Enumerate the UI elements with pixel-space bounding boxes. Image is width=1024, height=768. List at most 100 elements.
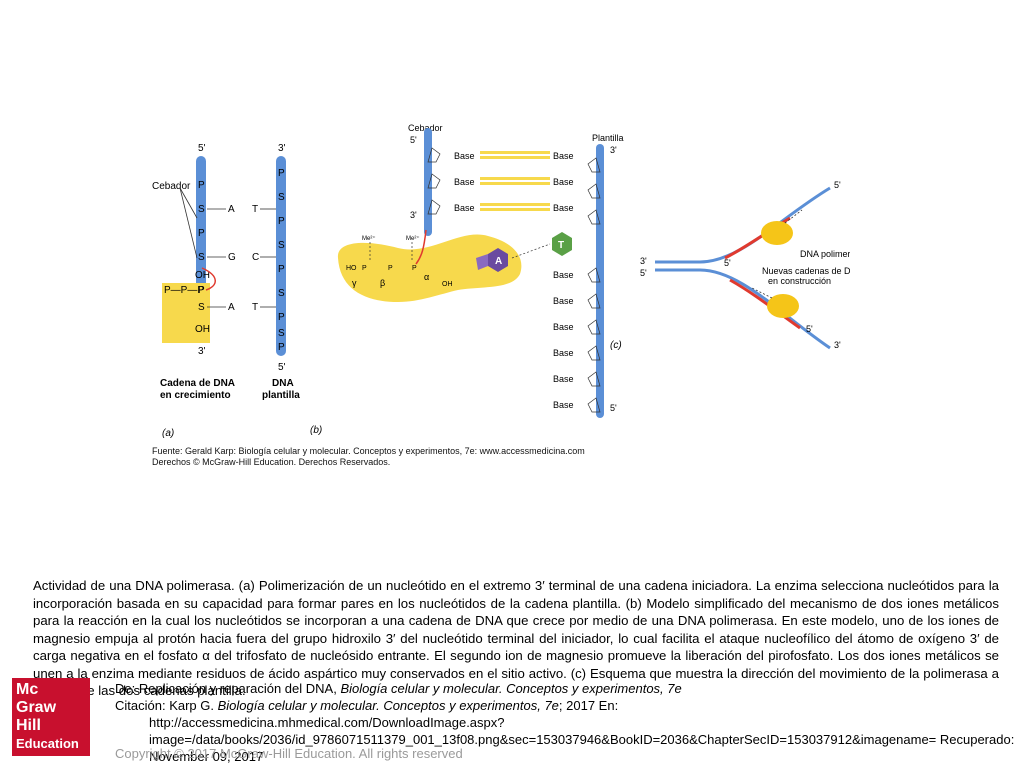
a-pp-label: P—P—P [164,285,204,296]
svg-text:P: P [198,285,205,296]
b-plantilla: Plantilla [592,133,624,143]
svg-text:3': 3' [640,256,647,266]
citation-url[interactable]: http://accessmedicina.mhmedical.com/Down… [149,715,1015,764]
svg-text:P: P [278,342,285,353]
svg-text:S: S [198,302,205,313]
svg-text:OH: OH [442,281,453,288]
svg-text:P: P [198,228,205,239]
svg-text:5': 5' [834,180,841,190]
svg-text:β: β [380,278,385,288]
b-template-sugars [587,157,601,413]
b-base-pairs [480,151,550,211]
svg-text:γ: γ [352,278,357,288]
svg-text:HO: HO [346,265,357,272]
citation: Citación: Karp G. Biología celular y mol… [115,698,1015,764]
a-template-strand-bar [276,156,286,356]
svg-text:3': 3' [834,340,841,350]
svg-text:Base: Base [553,296,574,306]
svg-text:A: A [228,302,235,313]
b-adenine-ring [488,248,508,272]
svg-text:Base: Base [553,203,574,213]
svg-text:Base: Base [553,348,574,358]
c-polymerase-bottom [767,294,799,318]
svg-text:5': 5' [610,403,617,413]
figure-caption: Actividad de una DNA polimerasa. (a) Pol… [33,578,999,698]
svg-text:5': 5' [724,258,731,268]
b-thymine-label: T [558,240,564,251]
b-adenine-label: A [495,256,502,267]
svg-text:P: P [412,265,417,272]
figure-dna-polymerase: 5' 3' Cebador P S P S OH P—P—P P S OH A … [140,118,850,468]
svg-text:A: A [228,204,235,215]
b-attack-arrow [415,229,427,265]
b-primer-strand [424,128,432,236]
svg-text:P: P [362,265,367,272]
a-3prime-top: 3' [278,143,286,154]
a-incoming-nucleotide-box [162,283,210,343]
source-line-2: Derechos © McGraw-Hill Education. Derech… [152,457,391,467]
svg-text:T: T [252,302,258,313]
b-primer-sugars [427,147,441,215]
svg-text:3': 3' [610,145,617,155]
svg-text:P: P [388,265,393,272]
svg-text:S: S [278,240,285,251]
figure-svg: 5' 3' Cebador P S P S OH P—P—P P S OH A … [152,123,850,439]
c-replication-fork [655,186,831,350]
tag-c: (c) [610,340,622,351]
from-line: De: Replicación y reparación del DNA, Bi… [115,681,682,696]
mcgraw-hill-logo: Mc Graw Hill Education [12,678,90,756]
c-polymerase-top [761,221,793,245]
a-3prime-bottom: 3' [198,346,206,357]
svg-text:Me²⁺: Me²⁺ [406,235,420,242]
svg-text:S: S [278,328,285,339]
svg-text:Base: Base [553,400,574,410]
b-cebador: Cebador [408,123,443,133]
svg-text:S: S [198,252,205,263]
a-growing-letters: P S P S OH P—P—P P S OH [164,180,210,335]
svg-text:P: P [198,180,205,191]
tag-b: (b) [310,425,322,436]
svg-text:Base: Base [454,203,475,213]
a-attack-arrow [201,267,216,291]
b-incoming-nucleotide-blob [337,234,522,302]
svg-text:5': 5' [640,268,647,278]
svg-text:α: α [424,272,429,282]
svg-text:T: T [252,204,258,215]
figure-source: Fuente: Gerald Karp: Biología celular y … [152,446,752,468]
svg-text:Me²⁺: Me²⁺ [362,235,376,242]
b-5prime-cebador: 5' [410,135,417,145]
a-template-letters: PSP SPS PSP [278,168,285,353]
a-5prime-top: 5' [198,143,206,154]
source-line-1: Fuente: Gerald Karp: Biología celular y … [152,446,585,456]
svg-text:Base: Base [553,151,574,161]
svg-text:P: P [278,216,285,227]
svg-text:3': 3' [410,210,417,220]
svg-text:Base: Base [553,322,574,332]
svg-text:5': 5' [806,324,813,334]
b-phosphates: HO P P P γ β α Me²⁺ Me²⁺ OH [346,235,453,288]
a-cebador-label: Cebador [152,181,191,192]
svg-text:P: P [278,312,285,323]
copyright-notice: Copyright © 2017 McGraw-Hill Education. … [115,746,463,761]
a-bases: A G A T C T [207,204,276,313]
a-5prime-bottom: 5' [278,362,286,373]
svg-text:P: P [278,264,285,275]
svg-text:Base: Base [553,270,574,280]
svg-text:P: P [278,168,285,179]
tag-a: (a) [162,428,174,439]
svg-text:Base: Base [454,151,475,161]
svg-text:Base: Base [454,177,475,187]
svg-text:S: S [278,288,285,299]
svg-text:C: C [252,252,259,263]
svg-text:S: S [278,192,285,203]
svg-text:OH: OH [195,270,210,281]
svg-text:Base: Base [553,374,574,384]
svg-text:OH: OH [195,324,210,335]
svg-text:Base: Base [553,177,574,187]
c-polimerasa-label: DNA polimerasa [800,249,850,259]
b-thymine-ring [552,232,572,256]
svg-text:S: S [198,204,205,215]
